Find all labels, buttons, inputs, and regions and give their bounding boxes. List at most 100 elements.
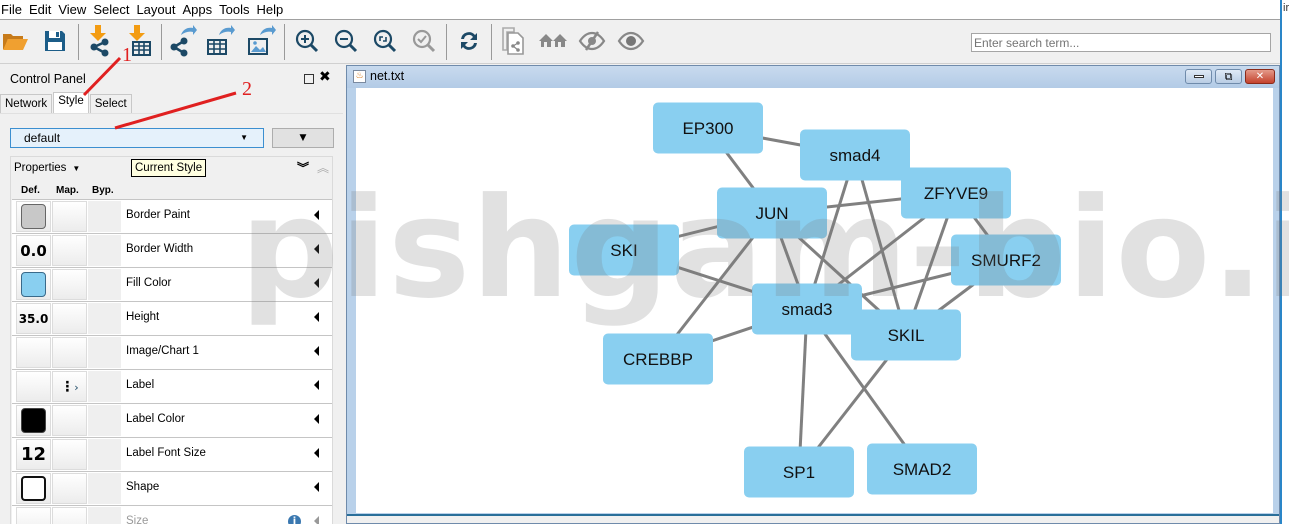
zoom-in-icon[interactable] bbox=[292, 26, 322, 56]
float-panel-button[interactable] bbox=[304, 74, 314, 84]
show-all-icon[interactable] bbox=[538, 26, 568, 56]
show-icon[interactable] bbox=[616, 26, 646, 56]
mapping-cell[interactable] bbox=[52, 405, 87, 436]
node-shape[interactable] bbox=[800, 129, 910, 181]
network-node[interactable]: JUN bbox=[717, 187, 827, 239]
bypass-cell[interactable] bbox=[88, 473, 121, 504]
close-window-button[interactable]: ✕ bbox=[1245, 69, 1275, 84]
hide-icon[interactable] bbox=[577, 26, 607, 56]
mapping-cell[interactable]: ⋮› bbox=[52, 371, 87, 402]
properties-menu[interactable]: Properties▼ bbox=[14, 162, 80, 174]
menu-view[interactable]: View bbox=[58, 2, 87, 17]
default-value-cell[interactable] bbox=[16, 269, 51, 300]
style-dropdown[interactable]: default ▼ bbox=[10, 128, 264, 148]
minimize-button[interactable] bbox=[1185, 69, 1212, 84]
expand-property-icon[interactable] bbox=[314, 210, 319, 220]
expand-property-icon[interactable] bbox=[314, 380, 319, 390]
network-node[interactable]: EP300 bbox=[653, 102, 763, 154]
network-node[interactable]: SMAD2 bbox=[867, 443, 977, 495]
new-network-from-selection-icon[interactable] bbox=[498, 26, 528, 56]
export-table-icon[interactable] bbox=[205, 25, 235, 56]
default-value-cell[interactable] bbox=[16, 337, 51, 368]
expand-property-icon[interactable] bbox=[314, 414, 319, 424]
network-edge[interactable] bbox=[797, 308, 809, 473]
default-value-cell[interactable]: 35.0 bbox=[16, 303, 51, 334]
tab-style[interactable]: Style bbox=[53, 92, 89, 113]
network-edge[interactable] bbox=[853, 154, 908, 336]
close-panel-icon[interactable]: ✖ bbox=[319, 69, 331, 85]
import-network-icon[interactable] bbox=[85, 25, 115, 57]
zoom-selected-icon[interactable] bbox=[409, 26, 439, 56]
network-window-titlebar[interactable]: ♨ net.txt ⧉ ✕ bbox=[347, 66, 1279, 88]
tab-network[interactable]: Network bbox=[0, 94, 53, 113]
default-value-cell[interactable] bbox=[16, 507, 51, 524]
mapping-cell[interactable] bbox=[52, 507, 87, 524]
property-row[interactable]: Border Paint bbox=[12, 199, 332, 233]
property-row[interactable]: Shape bbox=[12, 471, 332, 505]
mapping-cell[interactable] bbox=[52, 439, 87, 470]
bypass-cell[interactable] bbox=[88, 405, 121, 436]
property-row[interactable]: Fill Color bbox=[12, 267, 332, 301]
network-node[interactable]: SKIL bbox=[851, 309, 961, 361]
mapping-cell[interactable] bbox=[52, 269, 87, 300]
default-value-cell[interactable]: 0.0 bbox=[16, 235, 51, 266]
bypass-cell[interactable] bbox=[88, 337, 121, 368]
default-value-cell[interactable] bbox=[16, 201, 51, 232]
bypass-cell[interactable] bbox=[88, 269, 121, 300]
node-shape[interactable] bbox=[752, 283, 862, 335]
expand-property-icon[interactable] bbox=[314, 482, 319, 492]
expand-property-icon[interactable] bbox=[314, 346, 319, 356]
property-row[interactable]: Image/Chart 1 bbox=[12, 335, 332, 369]
info-icon[interactable]: i bbox=[288, 515, 301, 524]
export-network-icon[interactable] bbox=[167, 25, 197, 57]
mapping-cell[interactable] bbox=[52, 303, 87, 334]
collapse-all-icon[interactable]: ︽ bbox=[317, 161, 330, 175]
menu-file[interactable]: File bbox=[1, 2, 22, 17]
search-input[interactable] bbox=[971, 33, 1271, 52]
export-image-icon[interactable] bbox=[246, 25, 276, 56]
network-node[interactable]: smad3 bbox=[752, 283, 862, 335]
node-shape[interactable] bbox=[603, 333, 713, 385]
bypass-cell[interactable] bbox=[88, 507, 121, 524]
style-options-button[interactable]: ▼ bbox=[272, 128, 334, 148]
property-row[interactable]: ⋮›Label bbox=[12, 369, 332, 403]
expand-property-icon[interactable] bbox=[314, 244, 319, 254]
bypass-cell[interactable] bbox=[88, 371, 121, 402]
node-shape[interactable] bbox=[717, 187, 827, 239]
node-shape[interactable] bbox=[867, 443, 977, 495]
open-session-icon[interactable] bbox=[0, 26, 30, 56]
mapping-cell[interactable] bbox=[52, 473, 87, 504]
node-shape[interactable] bbox=[901, 167, 1011, 219]
zoom-fit-icon[interactable] bbox=[370, 26, 400, 56]
default-value-cell[interactable] bbox=[16, 405, 51, 436]
network-graph[interactable]: EP300smad4ZFYVE9JUNSKISMURF2smad3SKILCRE… bbox=[356, 88, 1273, 513]
tab-select[interactable]: Select bbox=[89, 94, 132, 113]
network-edge[interactable] bbox=[805, 154, 857, 310]
node-shape[interactable] bbox=[951, 234, 1061, 286]
default-value-cell[interactable] bbox=[16, 371, 51, 402]
bypass-cell[interactable] bbox=[88, 303, 121, 334]
network-node[interactable]: smad4 bbox=[800, 129, 910, 181]
default-value-cell[interactable] bbox=[16, 473, 51, 504]
expand-property-icon[interactable] bbox=[314, 448, 319, 458]
save-session-icon[interactable] bbox=[40, 26, 70, 56]
property-row[interactable]: Label Color bbox=[12, 403, 332, 437]
expand-all-icon[interactable]: ︾ bbox=[297, 161, 310, 175]
network-node[interactable]: SP1 bbox=[744, 446, 854, 498]
expand-property-icon[interactable] bbox=[314, 312, 319, 322]
mapping-cell[interactable] bbox=[52, 235, 87, 266]
expand-property-icon[interactable] bbox=[314, 516, 319, 524]
mapping-cell[interactable] bbox=[52, 337, 87, 368]
bypass-cell[interactable] bbox=[88, 235, 121, 266]
refresh-icon[interactable] bbox=[454, 26, 484, 56]
menu-help[interactable]: Help bbox=[256, 2, 284, 17]
node-shape[interactable] bbox=[653, 102, 763, 154]
menu-apps[interactable]: Apps bbox=[182, 2, 213, 17]
node-shape[interactable] bbox=[569, 224, 679, 276]
expand-property-icon[interactable] bbox=[314, 278, 319, 288]
